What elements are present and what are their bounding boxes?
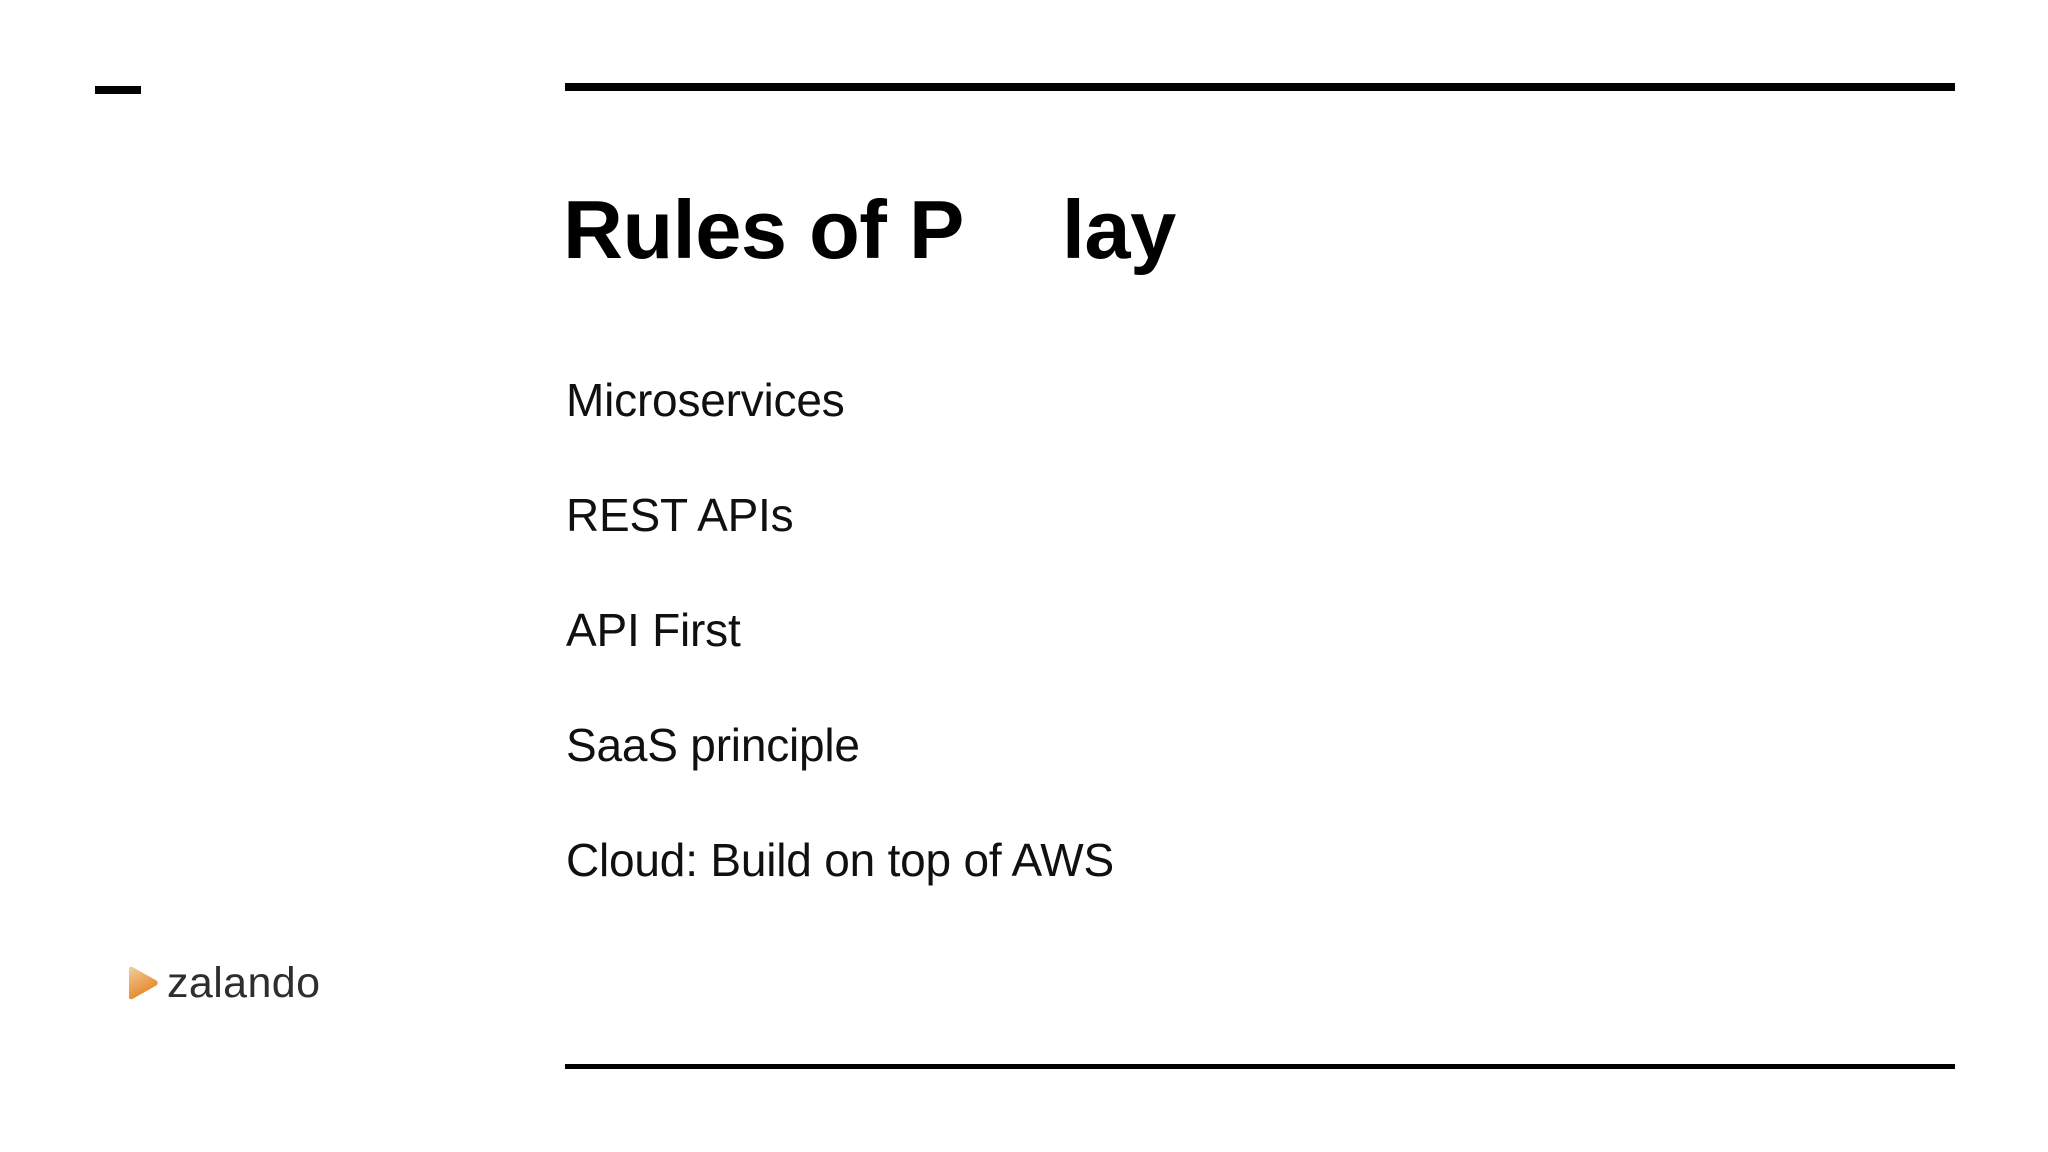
bottom-divider-rule xyxy=(565,1064,1955,1069)
list-item: REST APIs xyxy=(566,489,794,541)
zalando-triangle-icon xyxy=(124,966,160,1000)
slide-title: Rules of P lay xyxy=(563,182,1176,277)
list-item: Cloud: Build on top of AWS xyxy=(566,834,1114,886)
zalando-logo: zalando xyxy=(124,955,320,1011)
title-part-one: Rules of P xyxy=(563,182,964,276)
rules-list: Microservices REST APIs API First SaaS p… xyxy=(566,377,1114,952)
list-item: Microservices xyxy=(566,374,845,426)
list-item: API First xyxy=(566,604,741,656)
list-item: SaaS principle xyxy=(566,719,860,771)
top-divider-rule xyxy=(565,83,1955,91)
corner-dash-mark xyxy=(95,86,141,94)
title-part-two: lay xyxy=(1061,182,1176,276)
zalando-wordmark: zalando xyxy=(167,958,321,1007)
